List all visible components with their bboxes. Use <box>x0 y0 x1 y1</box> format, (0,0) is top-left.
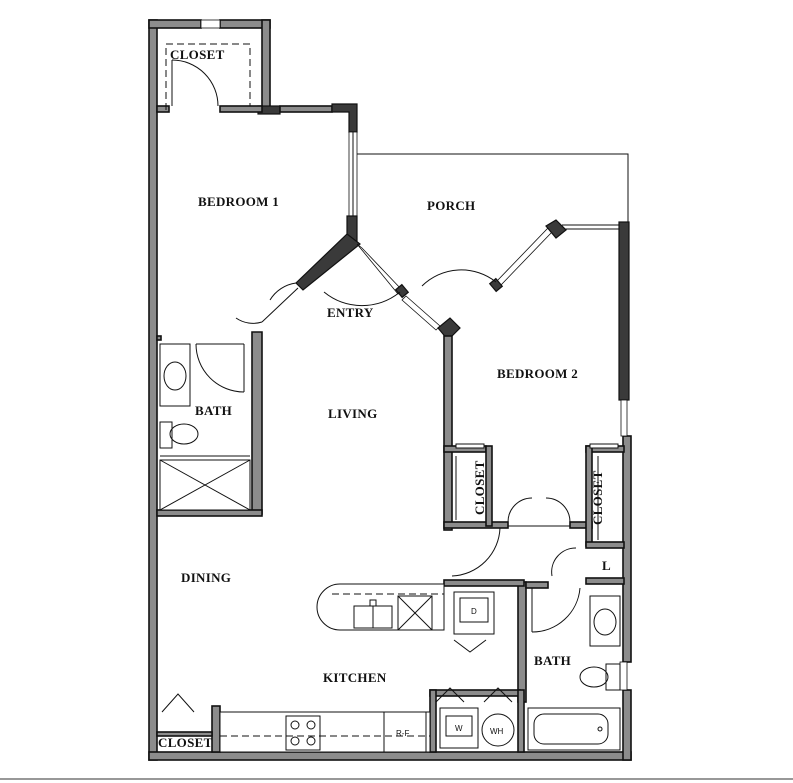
kitchen-counter-bottom <box>219 711 431 753</box>
bath-left-fixtures <box>159 343 251 511</box>
label-dining: DINING <box>181 570 231 585</box>
pantry <box>453 591 495 635</box>
label-water-heater: WH <box>490 727 504 736</box>
exterior-walls <box>148 19 632 761</box>
label-closet-mid-right: CLOSET <box>590 470 605 525</box>
label-closet-mid-left: CLOSET <box>472 460 487 515</box>
label-porch: PORCH <box>427 198 475 213</box>
label-dishwasher: D <box>471 607 477 616</box>
label-bedroom-2: BEDROOM 2 <box>497 366 578 381</box>
label-linen: L <box>602 558 611 573</box>
porch-outline <box>357 153 629 222</box>
label-entry: ENTRY <box>327 305 374 320</box>
kitchen-island <box>316 583 445 631</box>
windows <box>200 19 628 691</box>
label-bath-left: BATH <box>195 403 232 418</box>
label-washer: W <box>455 724 463 733</box>
label-living: LIVING <box>328 406 377 421</box>
entry-walls <box>295 215 567 341</box>
doors <box>161 59 581 713</box>
label-closet-bottom: CLOSET <box>158 735 213 750</box>
label-kitchen: KITCHEN <box>323 670 387 685</box>
label-bedroom-1: BEDROOM 1 <box>198 194 279 209</box>
label-closet-top: CLOSET <box>170 47 225 62</box>
interior-walls <box>156 105 625 753</box>
closet-shelves <box>165 43 619 540</box>
label-bath-right: BATH <box>534 653 571 668</box>
laundry <box>439 707 515 749</box>
bath-right-fixtures <box>527 595 621 751</box>
label-fridge: R-F <box>396 729 409 738</box>
